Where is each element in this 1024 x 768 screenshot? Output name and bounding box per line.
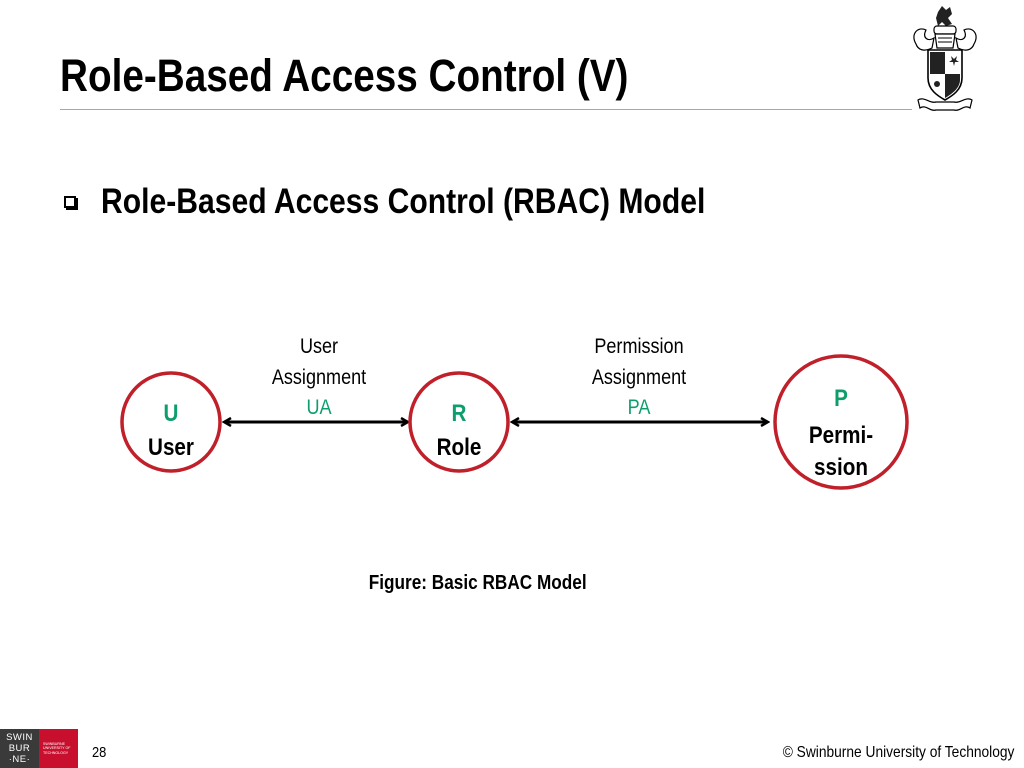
permission-letter: P [834, 385, 848, 412]
permission-label-line-1: Permi- [809, 422, 873, 449]
ua-label: User Assignment UA [272, 335, 367, 420]
user-letter: U [164, 400, 179, 427]
swinburne-logo: SWIN BUR ·NE· SWINBURNE UNIVERSITY OF TE… [0, 729, 78, 768]
ua-abbr: UA [306, 396, 332, 420]
bullet-text: Role-Based Access Control (RBAC) Model [101, 182, 706, 221]
logo-subtext: SWINBURNE UNIVERSITY OF TECHNOLOGY [39, 729, 78, 768]
role-node: R Role [408, 371, 510, 473]
pa-abbr: PA [628, 396, 652, 420]
svg-text:Permission: Permission [594, 335, 683, 359]
user-node: U User [120, 371, 222, 473]
slide-title: Role-Based Access Control (V) [60, 50, 629, 101]
figure-caption: Figure: Basic RBAC Model [369, 572, 587, 594]
copyright-notice: © Swinburne University of Technology [782, 744, 1014, 761]
title-divider [60, 109, 912, 110]
hollow-square-bullet-icon [64, 196, 76, 208]
role-label: Role [437, 434, 482, 461]
university-crest-icon [913, 6, 977, 111]
role-letter: R [452, 400, 467, 427]
user-label: User [148, 434, 194, 461]
page-number: 28 [92, 744, 107, 761]
svg-text:Assignment: Assignment [592, 366, 687, 390]
permission-node: P Permi- ssion [773, 354, 909, 490]
pa-label: Permission Assignment PA [592, 335, 687, 420]
logo-wordmark: SWIN BUR ·NE· [0, 729, 39, 768]
svg-text:Assignment: Assignment [272, 366, 367, 390]
permission-label-line-2: ssion [814, 454, 868, 481]
svg-text:User: User [300, 335, 339, 359]
